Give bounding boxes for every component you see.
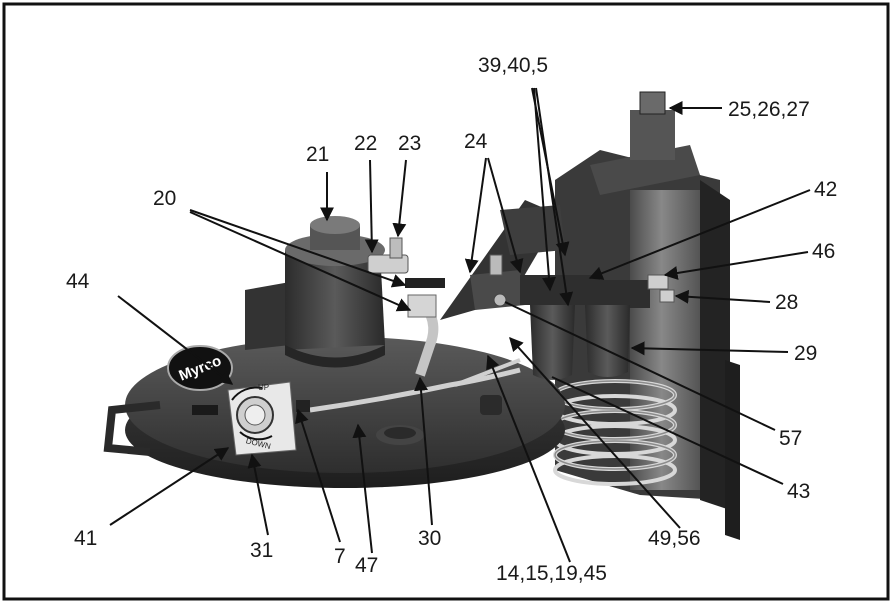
fitting-46	[647, 274, 669, 290]
pump-illustration: Myrco	[103, 91, 740, 540]
filter-bowl-29	[585, 305, 630, 377]
callout-42: 42	[814, 178, 837, 201]
callout-57: 57	[779, 427, 802, 450]
side-panel	[700, 180, 730, 510]
motor-body	[285, 250, 385, 350]
tubing-47	[309, 367, 521, 413]
callout-31: 31	[250, 539, 273, 562]
valve-handle	[405, 278, 445, 288]
valve-22	[367, 254, 409, 274]
elbow-fitting	[407, 294, 437, 318]
motor-cap	[310, 216, 360, 234]
filter-bowl-43	[530, 305, 575, 380]
callout-30: 30	[418, 527, 441, 550]
callout-47: 47	[355, 554, 378, 577]
callout-44: 44	[66, 270, 90, 293]
fitting-28	[659, 289, 675, 303]
top-cap	[630, 110, 675, 160]
plug	[480, 395, 502, 415]
callout-25-26-27: 25,26,27	[728, 98, 810, 121]
callout-21: 21	[306, 143, 329, 166]
callout-46: 46	[812, 240, 835, 263]
manifold-block	[470, 270, 525, 310]
callout-20: 20	[153, 187, 176, 210]
valve-23	[389, 237, 403, 259]
callout-24: 24	[464, 130, 488, 153]
callout-41: 41	[74, 527, 97, 550]
leader-lines	[109, 87, 811, 563]
brand-badge	[167, 345, 233, 391]
top-fitting	[639, 91, 666, 115]
callout-49-56: 49,56	[648, 527, 701, 550]
callout-39-40-5: 39,40,5	[478, 54, 548, 77]
callout-labels: 21 22 23 24 20 39,40,5 25,26,27 42 46 28…	[66, 54, 837, 585]
callout-14-15-19-45: 14,15,19,45	[496, 562, 607, 585]
control-up-label: UP	[258, 383, 269, 392]
lever-44[interactable]	[192, 405, 218, 415]
carry-handle	[103, 401, 161, 456]
callout-7: 7	[334, 545, 346, 568]
callout-23: 23	[398, 132, 421, 155]
callout-22: 22	[354, 132, 377, 155]
motor-bracket	[245, 282, 290, 350]
callout-29: 29	[794, 342, 817, 365]
callout-43: 43	[787, 480, 810, 503]
callout-28: 28	[775, 291, 798, 314]
column-cylinder	[630, 190, 700, 490]
side-bracket	[725, 360, 740, 540]
